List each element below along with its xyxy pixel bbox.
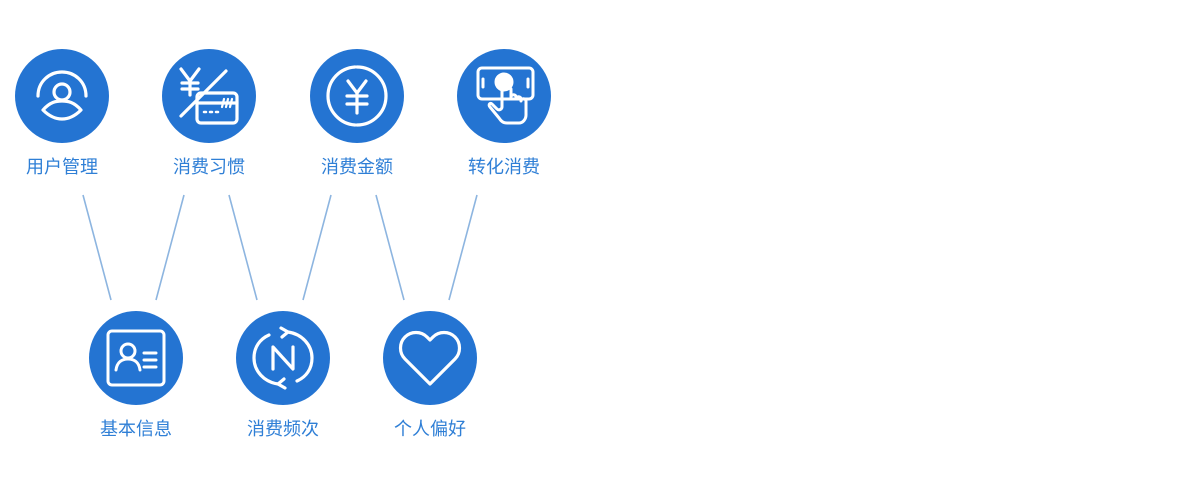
frequency-cycle-icon	[236, 311, 330, 405]
phone-touch-icon	[457, 49, 551, 143]
node-personal-preference: 个人偏好	[370, 311, 490, 441]
heart-icon	[383, 311, 477, 405]
user-profile-icon	[15, 49, 109, 143]
node-consumption-amount: 消费金额	[297, 49, 417, 179]
connector-line	[82, 194, 112, 301]
node-label: 转化消费	[468, 157, 540, 178]
node-label: 基本信息	[100, 419, 172, 440]
connector-line	[228, 194, 258, 301]
node-consumption-frequency: 消费频次	[223, 311, 343, 441]
node-label: 消费频次	[247, 419, 319, 440]
yuan-card-icon	[162, 49, 256, 143]
node-label: 用户管理	[26, 157, 98, 178]
node-label: 个人偏好	[394, 419, 466, 440]
connector-line	[302, 194, 332, 301]
node-conversion-consumption: 转化消费	[444, 49, 564, 179]
yuan-coin-icon	[310, 49, 404, 143]
node-label: 消费金额	[321, 157, 393, 178]
node-consumption-habits: 消费习惯	[149, 49, 269, 179]
node-user-management: 用户管理	[2, 49, 122, 179]
connector-line	[448, 194, 478, 301]
connector-line	[155, 194, 185, 301]
id-card-icon	[89, 311, 183, 405]
connector-line	[375, 194, 405, 301]
node-basic-info: 基本信息	[76, 311, 196, 441]
node-label: 消费习惯	[173, 157, 245, 178]
